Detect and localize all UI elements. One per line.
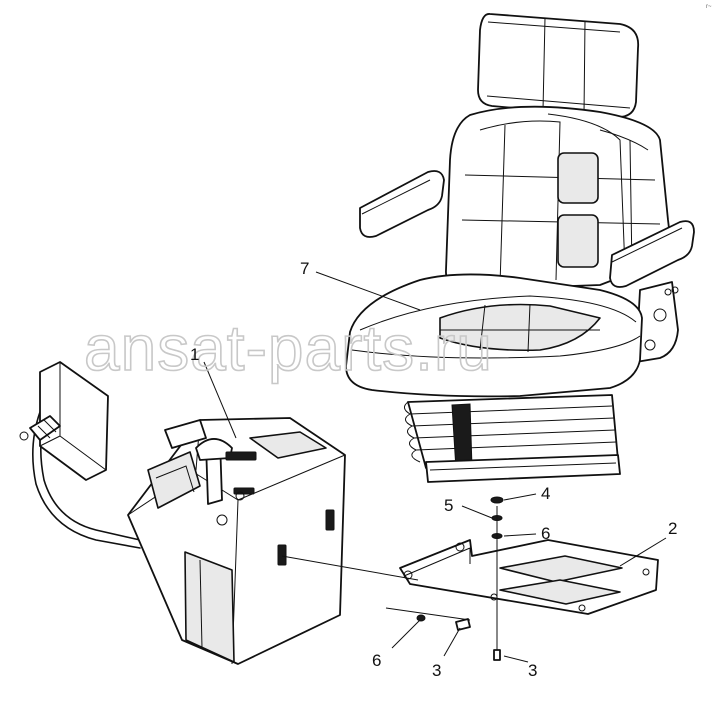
callout-3-left: 3 <box>432 661 441 680</box>
callout-6-right: 6 <box>541 524 550 543</box>
callout-4: 4 <box>541 484 550 503</box>
mounting-plate <box>399 539 659 615</box>
backrest-panel-lower <box>557 214 599 268</box>
watermark: ansat-parts.ru <box>84 312 493 384</box>
callout-5: 5 <box>444 496 453 515</box>
callout-7: 7 <box>300 259 309 278</box>
callout-1: 1 <box>190 345 199 364</box>
control-console <box>19 361 346 665</box>
part-6-washer-lower <box>416 614 426 622</box>
leader-lines <box>203 271 667 663</box>
seat-assembly <box>345 13 695 483</box>
part-4-nut <box>490 496 504 504</box>
part-3-bolt-bottom <box>493 649 501 661</box>
fasteners <box>416 496 504 661</box>
backrest-panel-upper <box>557 152 599 204</box>
part-3-bolt-side <box>455 618 471 631</box>
corner-mark: r~ <box>706 4 712 10</box>
callout-2: 2 <box>668 519 677 538</box>
callout-6-left: 6 <box>372 651 381 670</box>
callout-3-right: 3 <box>528 661 537 680</box>
